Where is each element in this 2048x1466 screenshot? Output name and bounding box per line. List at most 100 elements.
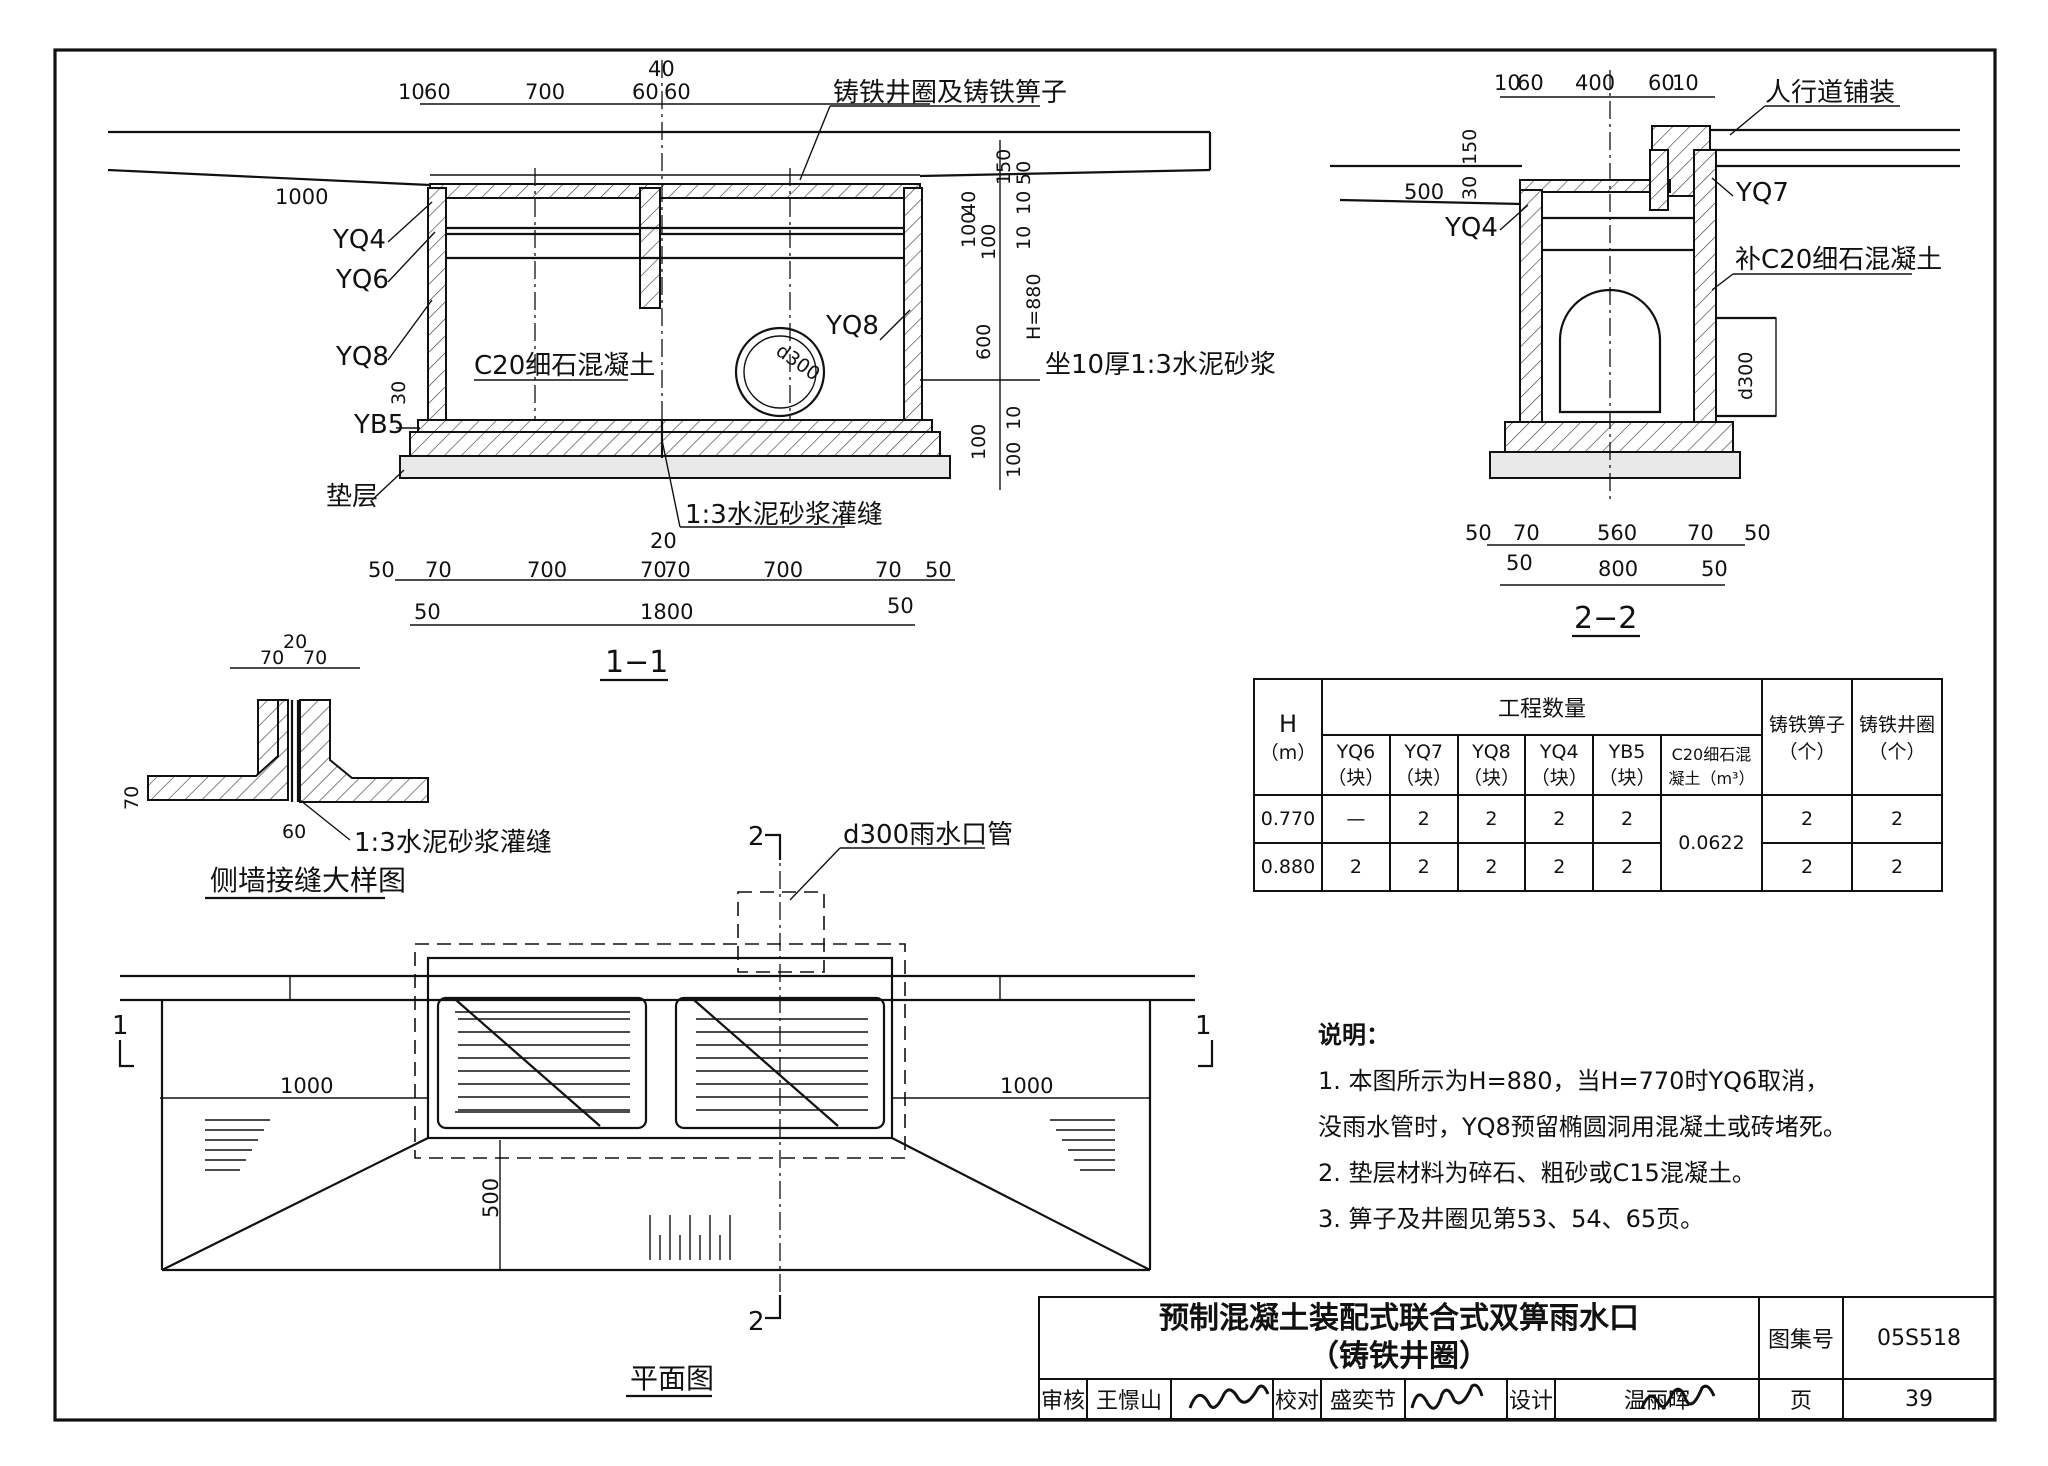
reviewer-name: 王憬山	[1086, 1378, 1172, 1420]
bdim-70d: 70	[875, 558, 902, 582]
col-yq6-unit: （块）	[1327, 766, 1385, 789]
s22-top-10: 10	[1494, 71, 1521, 95]
s22-b-50a: 50	[1465, 521, 1492, 545]
s22-top-400: 400	[1575, 71, 1615, 95]
bdim-700a: 700	[527, 558, 567, 582]
s22-top-10b: 10	[1672, 71, 1699, 95]
cell-h: 0.880	[1253, 842, 1323, 892]
section-2-2: d300 10 60 400 60 10 500 150 30 50 70 56…	[1330, 70, 1960, 638]
vdim-100c: 100	[968, 424, 990, 460]
col-c20-unit: 凝土（m³）	[1668, 769, 1755, 788]
cell-yq6: 2	[1321, 842, 1391, 892]
s22-b-50b: 50	[1744, 521, 1771, 545]
joint-dim-70a: 70	[260, 647, 284, 669]
cell-ring: 2	[1851, 794, 1943, 844]
dim-top-10: 10	[398, 80, 425, 104]
dim-top-60c: 60	[664, 80, 691, 104]
plan-pipe-label: d300雨水口管	[843, 820, 1013, 850]
drawing-title: 预制混凝土装配式联合式双箅雨水口	[1159, 1301, 1639, 1336]
notes-heading: 说明：	[1318, 1021, 1390, 1049]
sheet-border	[53, 48, 1997, 1422]
bdim-50a: 50	[368, 558, 395, 582]
table-h-header: H	[1278, 709, 1298, 738]
s22-side-150: 150	[1459, 129, 1481, 165]
cell-c20: 0.0622	[1659, 794, 1764, 892]
vdim-600: 600	[973, 324, 995, 360]
col-yb5-unit: （块）	[1598, 766, 1656, 789]
s22-b-50d: 50	[1701, 557, 1728, 581]
cell-yb5: 2	[1592, 794, 1662, 844]
col-yq6: YQ6	[1336, 740, 1376, 763]
reviewer-signature-cell	[1170, 1378, 1274, 1420]
cell-grate: 2	[1761, 794, 1853, 844]
section-1-1-title: 1−1	[605, 645, 668, 680]
cushion-label: 垫层	[326, 482, 378, 512]
table-group-header: 工程数量	[1321, 678, 1763, 736]
c20-label: C20细石混凝土	[474, 351, 655, 381]
vdim-30: 30	[388, 381, 410, 405]
yq4-label: YQ4	[332, 225, 386, 255]
cell-yq4: 2	[1524, 842, 1595, 892]
col-c20: C20细石混	[1671, 745, 1752, 764]
s22-b-70a: 70	[1513, 521, 1540, 545]
mortar-bed-label: 坐10厚1:3水泥砂浆	[1045, 350, 1276, 380]
table-ring-header: 铸铁井圈	[1858, 714, 1935, 736]
review-label: 审核	[1038, 1378, 1088, 1420]
table-grate-unit: （个）	[1778, 741, 1836, 763]
note-item: 3. 箅子及井圈见第53、54、65页。	[1318, 1205, 1705, 1233]
note-item: 1. 本图所示为H=880，当H=770时YQ6取消，	[1318, 1067, 1830, 1095]
vdim-10c: 10	[1003, 406, 1025, 430]
vdim-10a: 10	[1013, 191, 1035, 215]
atlas-label: 图集号	[1758, 1296, 1844, 1380]
col-yq8: YQ8	[1472, 740, 1511, 763]
page-number: 39	[1842, 1378, 1996, 1420]
s22-side-30: 30	[1459, 176, 1481, 200]
cell-yb5: 2	[1592, 842, 1662, 892]
vdim-100d: 100	[1003, 442, 1025, 478]
table-ring-unit: （个）	[1868, 741, 1926, 763]
section-1-1: d300 10 60 700 60 60 40 1000 铸铁井圈及铸铁箅子 Y…	[107, 57, 1276, 682]
joint-dim-60: 60	[282, 821, 306, 843]
drawing-subtitle: （铸铁井圈）	[1309, 1339, 1489, 1374]
yq4-label-2-2: YQ4	[1444, 213, 1498, 243]
joint-dim-20: 20	[283, 631, 307, 653]
table-row: 0.770 — 2 2 2 2 0.0622 2 2	[1253, 794, 1943, 892]
checker-name: 盛奕节	[1320, 1378, 1406, 1420]
note-item: 没雨水管时，YQ8预留椭圆洞用混凝土或砖堵死。	[1318, 1113, 1847, 1141]
col-yq7-unit: （块）	[1395, 766, 1453, 789]
plan-dim-1000-right: 1000	[1000, 1074, 1053, 1098]
col-yb5: YB5	[1608, 740, 1646, 763]
cell-h: 0.770	[1253, 794, 1323, 844]
vdim-h880: H=880	[1023, 274, 1045, 340]
vdim-100a: 100	[958, 212, 980, 248]
table-row: 0.880 2 2 2 2 2 2 2	[1253, 842, 1943, 892]
slope-ticks	[205, 1119, 1115, 1260]
dim-top-700: 700	[525, 80, 565, 104]
cell-yq4: 2	[1524, 794, 1595, 844]
vdim-10b: 10	[1013, 226, 1035, 250]
design-label: 设计	[1506, 1378, 1556, 1420]
title-block: 预制混凝土装配式联合式双箅雨水口 （铸铁井圈） 图集号 05S518 审核 王憬…	[1038, 1296, 1996, 1420]
grate-bars-left	[455, 1011, 630, 1113]
s22-b-560: 560	[1597, 521, 1637, 545]
col-yq8-unit: （块）	[1462, 766, 1520, 789]
cell-ring: 2	[1851, 842, 1943, 892]
pipe-label-2-2: d300	[1735, 352, 1757, 400]
s22-top-60: 60	[1517, 71, 1544, 95]
s22-side-500: 500	[1404, 180, 1444, 204]
joint-detail: 20 70 70 70 60 1:3水泥砂浆灌缝 侧墙接缝大样图	[121, 631, 552, 900]
section-mark-1-right: 1	[1195, 1011, 1212, 1041]
vdim-40: 40	[958, 191, 980, 215]
checker-signature-cell	[1404, 1378, 1508, 1420]
cell-yq7: 2	[1388, 842, 1459, 892]
section-2-2-title: 2−2	[1574, 601, 1637, 636]
dim-top-60b: 60	[632, 80, 659, 104]
check-label: 校对	[1272, 1378, 1322, 1420]
yq6-label: YQ6	[335, 265, 389, 295]
bdim-70c: 70	[664, 558, 691, 582]
plan-view: 2 2 1 1 1000 1000 500 d300雨水口管 平面图	[112, 820, 1214, 1398]
col-yq4: YQ4	[1539, 740, 1579, 763]
bdim-1800: 1800	[640, 600, 693, 624]
section-mark-1-left: 1	[112, 1011, 129, 1041]
